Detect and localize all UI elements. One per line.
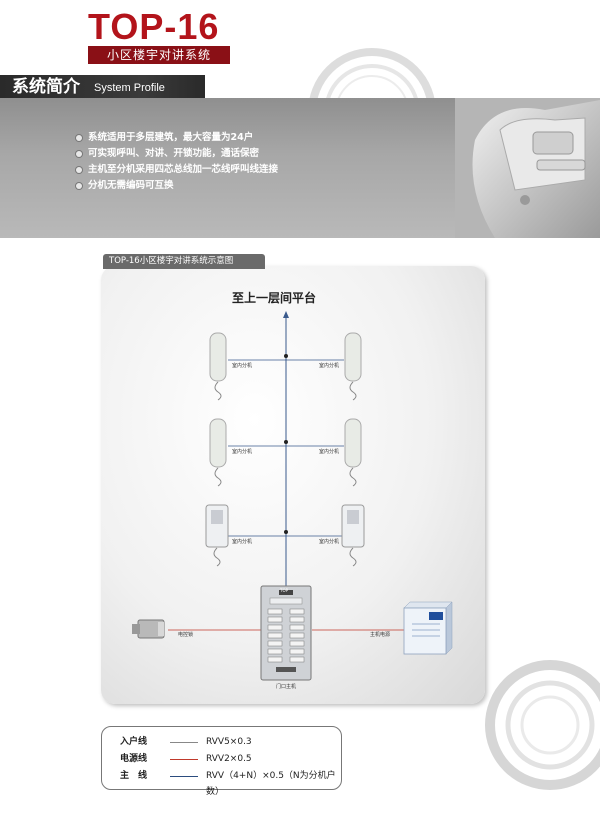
indoor-handset-icon <box>209 332 227 401</box>
door-main-unit-icon <box>260 585 312 681</box>
legend-value: RVV2×0.5 <box>206 754 252 764</box>
feature-item: 分机无需编码可互换 <box>76 178 278 194</box>
bullet-icon <box>76 167 82 173</box>
indoor-unit-label: 室内分机 <box>319 539 340 545</box>
indoor-handset-icon <box>209 418 227 487</box>
bullet-icon <box>76 135 82 141</box>
section-title: 系统简介 <box>12 77 80 97</box>
power-supply-box-icon <box>403 601 453 655</box>
legend-name: 电源线 <box>120 754 148 764</box>
indoor-wall-phone-icon <box>205 504 229 567</box>
feature-item: 可实现呼叫、对讲、开锁功能，通话保密 <box>76 146 278 162</box>
decorative-circles-bottom <box>485 660 600 790</box>
power-label: 主机电源 <box>370 632 391 638</box>
legend-value: RVV5×0.3 <box>206 737 252 747</box>
bullet-icon <box>76 151 82 157</box>
legend-value: RVV（4+N）×0.5（N为分机户数） <box>206 771 336 797</box>
feature-item: 主机至分机采用四芯总线加一芯线呼叫线连接 <box>76 162 278 178</box>
indoor-unit-label: 室内分机 <box>232 363 253 369</box>
legend-swatch <box>170 776 198 777</box>
indoor-unit-label: 室内分机 <box>232 449 253 455</box>
up-arrow-icon <box>283 311 289 318</box>
upper-floor-label: 至上一层间平台 <box>232 291 317 305</box>
electric-lock-icon <box>132 619 165 639</box>
main-unit-label: 门口主机 <box>276 684 297 690</box>
legend-row: 入户线 RVV5×0.3 <box>120 734 340 750</box>
diagram-tab-label: TOP-16小区楼宇对讲系统示意图 <box>103 254 265 269</box>
indoor-handset-icon <box>344 418 362 487</box>
legend-row: 主 线 RVV（4+N）×0.5（N为分机户数） <box>120 768 340 797</box>
section-title-en: System Profile <box>94 82 165 94</box>
bullet-icon <box>76 183 82 189</box>
lock-label: 电控锁 <box>178 632 194 638</box>
indoor-unit-label: 室内分机 <box>319 363 340 369</box>
legend-row: 电源线 RVV2×0.5 <box>120 751 340 767</box>
brand-title: TOP-16 <box>88 6 220 47</box>
legend-name: 入户线 <box>120 737 148 747</box>
cable-legend: 入户线 RVV5×0.3 电源线 RVV2×0.5 主 线 RVV（4+N）×0… <box>101 726 342 797</box>
legend-name: 主 线 <box>120 771 148 781</box>
indoor-unit-label: 室内分机 <box>232 539 253 545</box>
intercom-closeup-image <box>455 98 600 238</box>
legend-swatch <box>170 742 198 743</box>
brand-subtitle: 小区楼宇对讲系统 <box>88 46 230 64</box>
indoor-wall-phone-icon <box>341 504 365 567</box>
indoor-handset-icon <box>344 332 362 401</box>
section-title-bar <box>0 75 205 98</box>
feature-list: 系统适用于多层建筑，最大容量为24户 可实现呼叫、对讲、开锁功能，通话保密 主机… <box>76 130 278 194</box>
indoor-unit-label: 室内分机 <box>319 449 340 455</box>
legend-swatch <box>170 759 198 760</box>
feature-item: 系统适用于多层建筑，最大容量为24户 <box>76 130 278 146</box>
main-unit-badge: TOP <box>280 588 289 593</box>
